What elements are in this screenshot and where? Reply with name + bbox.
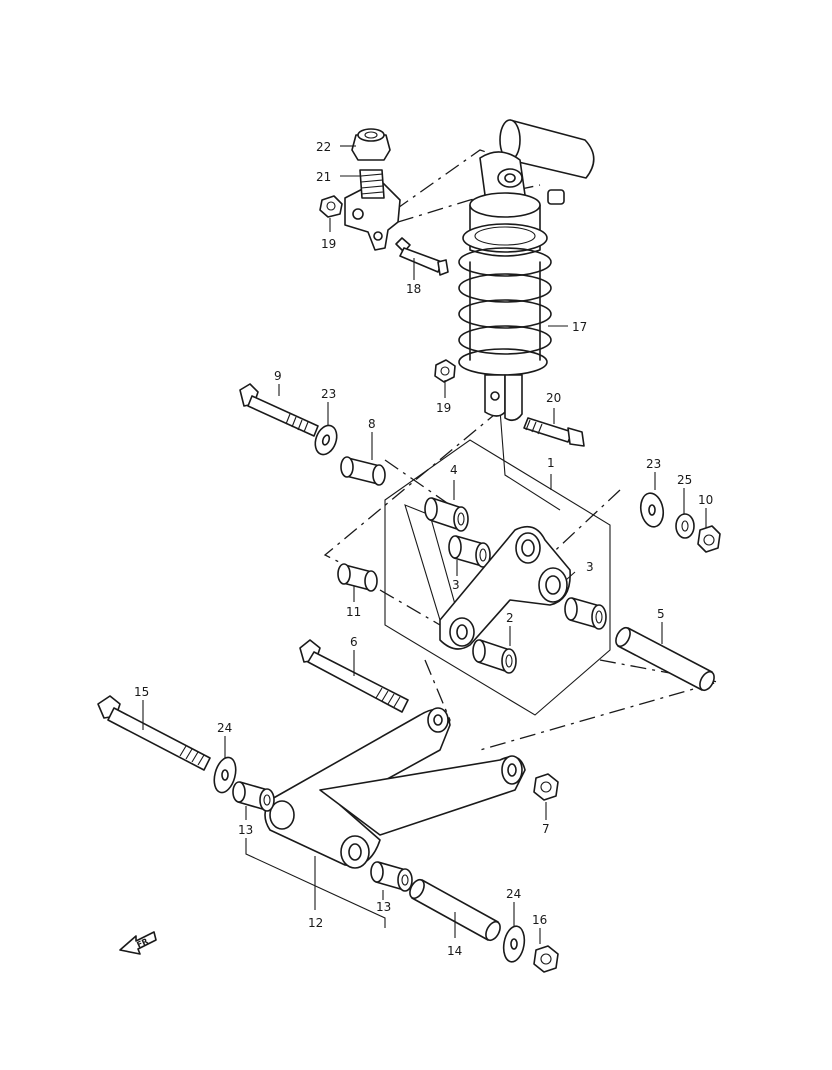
- callout-7: 7: [542, 822, 550, 836]
- washer-23-left: [314, 424, 338, 456]
- callout-4: 4: [450, 463, 458, 477]
- front-direction-arrow-icon: FR: [119, 931, 157, 955]
- callout-22: 22: [316, 140, 331, 154]
- bolt-15: [97, 695, 211, 771]
- bolt-18: [395, 237, 449, 276]
- callout-5: 5: [657, 607, 665, 621]
- callout-12: 12: [308, 916, 323, 930]
- callout-10: 10: [698, 493, 713, 507]
- callout-23-right: 23: [646, 457, 661, 471]
- nut-16: [533, 945, 559, 973]
- callout-15: 15: [134, 685, 149, 699]
- bearing-13-lower: [370, 861, 413, 892]
- callout-1: 1: [547, 456, 555, 470]
- leader-lines: [142, 145, 707, 944]
- callout-19-upper: 19: [321, 237, 336, 251]
- shaft-14: [409, 878, 501, 942]
- nut-7: [533, 773, 559, 801]
- bearing-3-upper: [448, 535, 491, 568]
- bolt-20: [523, 417, 585, 447]
- callout-20: 20: [546, 391, 561, 405]
- callout-labels: 22 21 19 18 17 19 20 9 23 8 4 1 3 3 23 2…: [134, 140, 713, 958]
- callout-21: 21: [316, 170, 331, 184]
- bearing-4: [424, 497, 469, 532]
- nut-10: [697, 525, 721, 553]
- callout-18: 18: [406, 282, 421, 296]
- washer-23-right: [639, 492, 665, 528]
- callout-9: 9: [274, 369, 282, 383]
- upper-shock-bracket: [344, 169, 401, 251]
- nut-22: [351, 128, 391, 161]
- cushion-rod: [264, 707, 526, 869]
- callout-11: 11: [346, 605, 361, 619]
- callout-6: 6: [350, 635, 358, 649]
- callout-24-left: 24: [217, 721, 232, 735]
- nut-19-upper: [319, 195, 343, 218]
- callout-16: 16: [532, 913, 547, 927]
- shaft-5: [615, 626, 715, 692]
- washer-24-right: [502, 925, 526, 963]
- bearing-13-upper: [232, 781, 275, 812]
- collar-11: [337, 563, 378, 592]
- washer-25: [675, 513, 695, 539]
- callout-24-right: 24: [506, 887, 521, 901]
- nut-19-lower: [434, 359, 456, 383]
- rear-shock-absorber: [458, 119, 595, 422]
- bolt-9: [239, 383, 319, 437]
- callout-17: 17: [572, 320, 587, 334]
- callout-13-upper: 13: [238, 823, 253, 837]
- washer-24-left: [213, 756, 237, 794]
- callout-2: 2: [506, 611, 514, 625]
- cushion-lever: [439, 525, 571, 650]
- callout-19-lower: 19: [436, 401, 451, 415]
- callout-8: 8: [368, 417, 376, 431]
- callout-23-left: 23: [321, 387, 336, 401]
- direction-badge-label: FR: [135, 937, 149, 950]
- bearing-2: [472, 639, 517, 674]
- bolt-6: [299, 639, 409, 713]
- callout-13-lower: 13: [376, 900, 391, 914]
- callout-3-upper: 3: [452, 578, 460, 592]
- bearing-3-right: [564, 597, 607, 630]
- callout-25: 25: [677, 473, 692, 487]
- callout-14: 14: [447, 944, 462, 958]
- collar-8: [340, 456, 386, 486]
- callout-3-right: 3: [586, 560, 594, 574]
